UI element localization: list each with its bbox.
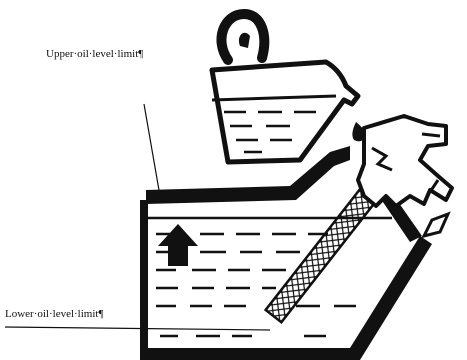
lower-limit-label: Lower·oil·level·limit¶	[5, 308, 103, 320]
oil-jug-icon	[212, 14, 358, 162]
upper-limit-label: Upper·oil·level·limit¶	[46, 48, 143, 60]
up-arrow-icon	[158, 224, 198, 266]
lower-limit-leader	[5, 327, 270, 330]
upper-limit-leader	[144, 104, 160, 196]
